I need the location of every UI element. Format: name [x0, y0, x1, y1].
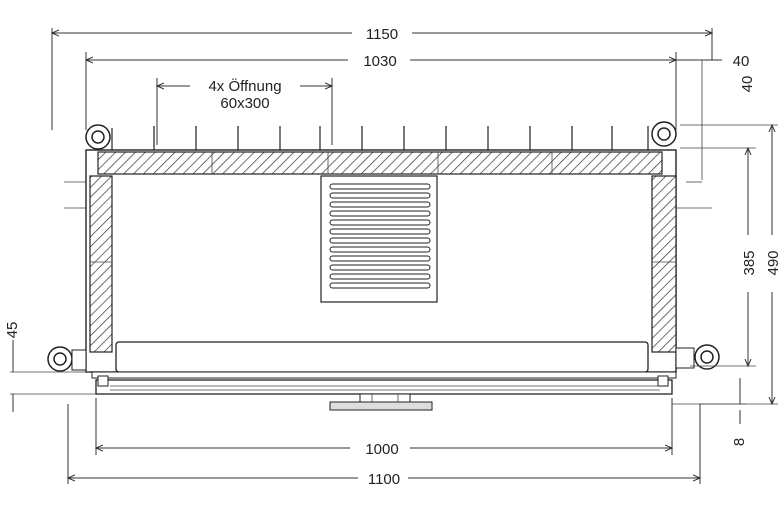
- louver-vent: [320, 175, 438, 303]
- dimension-1150: 1150: [52, 26, 712, 130]
- dimension-385-label: 385: [741, 250, 758, 275]
- pivot-wheel-bottom-left: [47, 346, 87, 372]
- dimension-40-right: 40 40: [676, 53, 756, 183]
- pivot-wheel-top-left: [85, 124, 111, 150]
- opening-annotation: 4x Öffnung 60x300: [157, 77, 332, 145]
- dimension-8: 8: [672, 378, 748, 446]
- pivot-wheel-bottom-right: [675, 344, 720, 370]
- opening-note-line1: 4x Öffnung: [208, 77, 281, 95]
- dimension-1000: 1000: [96, 398, 672, 458]
- dimension-1100: 1100: [68, 404, 700, 488]
- left-insulation-column: [89, 175, 113, 353]
- right-insulation-column: [651, 175, 677, 353]
- dimension-1100-label: 1100: [368, 471, 400, 488]
- dimension-1030-label: 1030: [363, 53, 396, 70]
- bottom-tray: [91, 341, 677, 411]
- dimension-490-label: 490: [765, 250, 782, 275]
- dimension-40-horizontal-label: 40: [733, 53, 750, 70]
- pivot-wheel-top-right: [651, 121, 677, 147]
- top-comb-teeth: [111, 126, 649, 150]
- dimension-40-vertical-label: 40: [739, 76, 756, 93]
- dimension-1150-label: 1150: [366, 26, 398, 43]
- dimension-490: 490: [680, 125, 782, 404]
- dimension-385: 385: [680, 148, 758, 366]
- dimension-45: 45: [4, 322, 96, 412]
- dimension-1000-label: 1000: [365, 441, 398, 458]
- dimension-1030: 1030: [86, 52, 676, 130]
- opening-note-line2: 60x300: [220, 95, 269, 112]
- dimension-8-label: 8: [731, 438, 748, 446]
- dimension-45-label: 45: [4, 322, 21, 339]
- top-insulation-bar: [97, 151, 663, 175]
